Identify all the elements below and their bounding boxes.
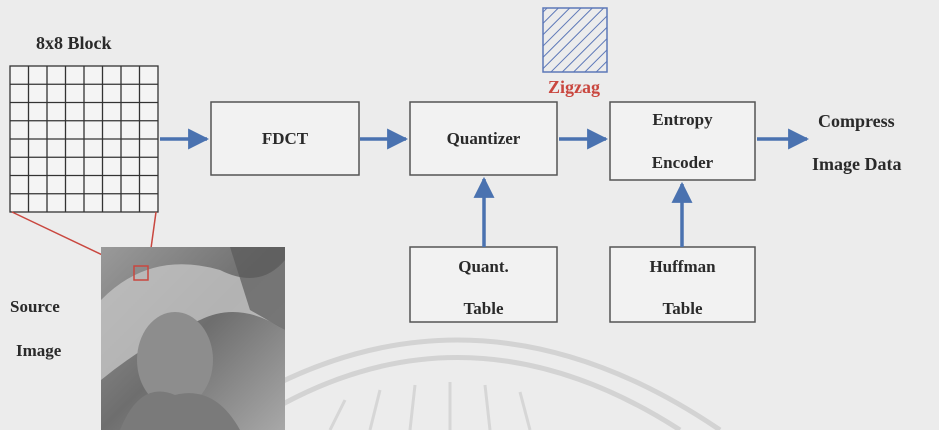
huffman-table-label-2: Table <box>610 299 755 319</box>
source-label-1: Source <box>10 297 60 317</box>
entropy-label-2: Encoder <box>610 153 755 173</box>
block-label: 8x8 Block <box>36 33 112 54</box>
output-label-1: Compress <box>818 111 895 132</box>
source-image <box>101 247 285 430</box>
huffman-table-label-1: Huffman <box>610 257 755 277</box>
quantizer-label: Quantizer <box>410 129 557 149</box>
watermark-rays <box>330 382 530 430</box>
fdct-label: FDCT <box>211 129 359 149</box>
zigzag-pattern <box>543 8 607 72</box>
output-label-2: Image Data <box>812 154 901 175</box>
source-label-2: Image <box>16 341 61 361</box>
quant-table-label-2: Table <box>410 299 557 319</box>
zigzag-label: Zigzag <box>548 77 600 98</box>
entropy-label-1: Entropy <box>610 110 755 130</box>
quant-table-label-1: Quant. <box>410 257 557 277</box>
